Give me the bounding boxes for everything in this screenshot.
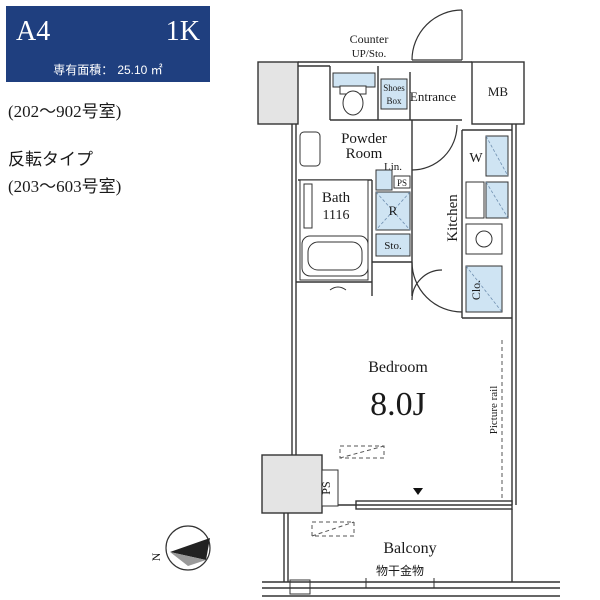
up-sto-label: UP/Sto. xyxy=(352,48,387,60)
clo-label: Clo. xyxy=(469,280,483,300)
outdoor-unit xyxy=(311,521,355,537)
clothes-hanger-label: 物干金物 xyxy=(376,563,424,578)
balcony-label: Balcony xyxy=(383,540,436,557)
ps-box xyxy=(393,175,411,189)
mb-room xyxy=(471,61,525,125)
entrance-label: Entrance xyxy=(410,89,456,104)
r-label: R xyxy=(389,203,398,218)
clo-fixture xyxy=(465,265,503,313)
washer xyxy=(465,181,485,219)
powder-door-swing xyxy=(411,124,458,171)
ps-label: PS xyxy=(397,178,407,188)
entrance-door-swing xyxy=(411,9,463,61)
layout-type: 1K xyxy=(165,16,200,47)
reverse-room-numbers: (203〜603号室) xyxy=(8,177,122,196)
area-label: 専有面積： xyxy=(53,63,114,77)
bath-tap xyxy=(329,286,347,291)
room-label: Room xyxy=(346,146,383,162)
kitchen-label: Kitchen xyxy=(445,194,461,242)
ac-unit xyxy=(339,445,385,459)
reverse-type-label: 反転タイプ xyxy=(8,150,93,169)
w-label: W xyxy=(469,151,483,166)
unit-header: A4 1K 専有面積：25.10 ㎡ xyxy=(6,6,210,82)
left-lower-column xyxy=(261,454,323,514)
sto-fixture xyxy=(375,233,411,257)
vanity-sink xyxy=(299,131,321,167)
bedroom-label: Bedroom xyxy=(368,359,428,376)
shoes-label: Shoes xyxy=(383,83,405,93)
shoes-box-fixture xyxy=(380,78,408,110)
room-numbers: (202〜902号室) xyxy=(8,102,122,121)
area-value: 25.10 ㎡ xyxy=(117,63,163,77)
window-marker xyxy=(413,488,423,495)
sto-label: Sto. xyxy=(384,240,402,252)
bedroom-door-swing xyxy=(411,261,463,313)
mb-label: MB xyxy=(488,84,509,99)
bath-label: Bath xyxy=(322,190,351,206)
box-label: Box xyxy=(386,96,402,106)
bath-size-label: 1116 xyxy=(323,208,350,223)
counter-label: Counter xyxy=(350,32,389,46)
ps-label-lower: PS xyxy=(319,481,333,494)
bath-bench xyxy=(303,183,313,229)
bath-door-swing xyxy=(411,269,443,301)
bedroom-size-label: 8.0J xyxy=(370,386,426,423)
toilet-bowl xyxy=(342,90,364,116)
drain-box xyxy=(289,579,311,595)
left-column xyxy=(257,61,299,125)
picture-rail-label: Picture rail xyxy=(488,386,500,435)
lin-label: Lin. xyxy=(384,161,402,173)
counter-fixture xyxy=(332,72,376,88)
unit-type: A4 xyxy=(16,16,51,47)
tub-inner xyxy=(307,241,363,271)
north-compass xyxy=(165,525,211,571)
area-row: 専有面積：25.10 ㎡ xyxy=(6,61,210,78)
ps-box-lower xyxy=(321,469,339,507)
stove-burner xyxy=(475,230,493,248)
powder-label: Powder xyxy=(341,131,387,147)
north-label: N xyxy=(149,552,163,561)
lin-fixture xyxy=(375,169,393,191)
